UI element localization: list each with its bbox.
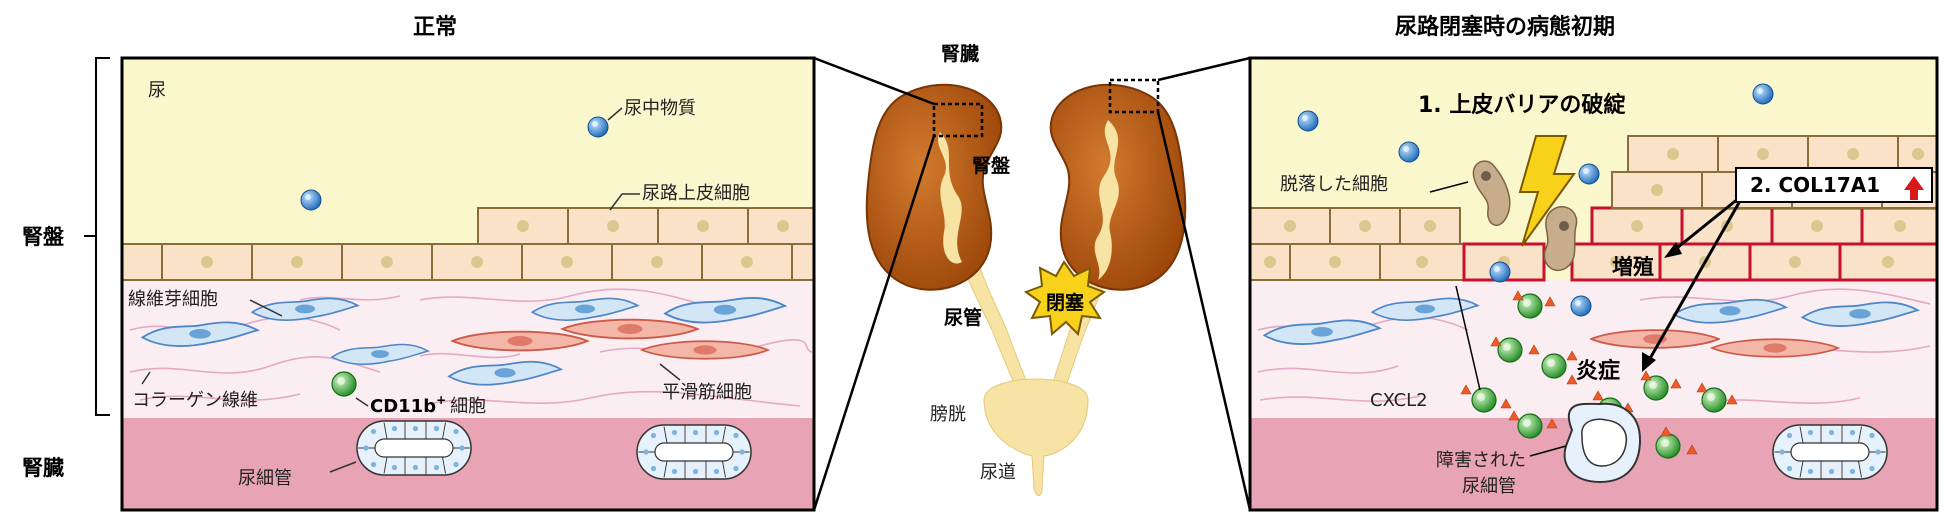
damaged-tubule xyxy=(1563,402,1642,484)
urine-solute-dot xyxy=(1398,141,1420,163)
cd11b-cell xyxy=(1541,353,1567,379)
label-damaged-tubule-line2: 尿細管 xyxy=(1462,476,1516,497)
label-shed-cell: 脱落した細胞 xyxy=(1280,174,1388,195)
cd11b-cell xyxy=(1497,337,1523,363)
label-cd11b-suffix: 細胞 xyxy=(450,396,486,417)
tubule xyxy=(1772,424,1888,480)
label-urothelial-cell: 尿路上皮細胞 xyxy=(642,183,750,204)
collagen-fibers xyxy=(129,288,813,407)
cd11b-cell xyxy=(1655,433,1681,459)
upregulation-arrow-icon xyxy=(1904,176,1924,200)
center-label-bladder: 膀胱 xyxy=(930,404,966,425)
smooth-muscle-cell xyxy=(451,330,589,352)
col17a1-label-box xyxy=(1735,167,1933,203)
label-fibroblast: 線維芽細胞 xyxy=(128,289,218,310)
urine-solute-dot xyxy=(1752,83,1774,105)
label-damaged-tubule-line1: 障害された xyxy=(1436,450,1526,471)
label-step2: 2. COL17A1 xyxy=(1750,173,1880,197)
urine-solute-dot xyxy=(1578,163,1600,185)
center-label-pelvis: 腎盤 xyxy=(972,154,1011,177)
tubule xyxy=(636,424,752,480)
normal-panel: 尿 尿中物質 尿路上皮細胞 線維芽細胞 コラーゲン線維 CD11b+ 細胞 平滑筋… xyxy=(120,56,816,512)
label-smooth-muscle: 平滑筋細胞 xyxy=(662,382,752,403)
label-cd11b-cell: CD11b+ 細胞 xyxy=(370,393,486,417)
smooth-muscle-cell xyxy=(561,318,699,340)
label-urine: 尿 xyxy=(148,80,166,101)
label-collagen: コラーゲン線維 xyxy=(132,390,258,411)
urothelium-top-row xyxy=(477,207,815,245)
shed-cell xyxy=(1543,206,1578,271)
label-cd11b-sup: + xyxy=(436,393,446,407)
smooth-muscle-cell xyxy=(1711,338,1839,358)
label-inflammation: 炎症 xyxy=(1576,358,1620,384)
leader-lines xyxy=(141,107,681,473)
pathway-arrows xyxy=(1429,181,1746,457)
tubule xyxy=(356,420,472,476)
urine-solute-dot xyxy=(1570,295,1592,317)
side-label-kidney: 腎臓 xyxy=(22,456,64,480)
urine-solute-dot xyxy=(1297,110,1319,132)
label-cd11b-main: CD11b xyxy=(370,396,436,417)
title-normal: 正常 xyxy=(413,14,457,40)
pelvis-bracket xyxy=(84,57,110,416)
label-urine-solute: 尿中物質 xyxy=(624,98,696,119)
urine-solute-dot xyxy=(1489,261,1511,283)
cd11b-cell xyxy=(1517,413,1543,439)
obstruction-burst xyxy=(1023,260,1107,336)
smooth-muscle-cell xyxy=(1590,329,1720,349)
obstruction-panel: 2. COL17A1 1. 上皮バリアの破綻 脱落した細胞 増殖 炎症 CXCL… xyxy=(1248,56,1939,512)
urothelium-bottom-row xyxy=(121,243,815,281)
center-label-obstruction: 閉塞 xyxy=(1046,291,1085,314)
label-tubule: 尿細管 xyxy=(238,468,292,489)
label-step1: 1. 上皮バリアの破綻 xyxy=(1418,92,1626,118)
center-anatomy: 腎臓 腎盤 尿管 閉塞 膀胱 尿道 xyxy=(812,43,1252,511)
label-proliferation: 増殖 xyxy=(1612,255,1654,279)
label-cxcl2: CXCL2 xyxy=(1370,390,1428,411)
cd11b-cell xyxy=(1471,387,1497,413)
urine-solute-dot xyxy=(300,189,322,211)
center-label-kidney: 腎臓 xyxy=(941,43,979,65)
barrier-break-bolt xyxy=(1518,135,1576,247)
smooth-muscle-cell xyxy=(641,340,769,360)
side-label-pelvis: 腎盤 xyxy=(22,225,65,249)
cd11b-cell xyxy=(331,371,357,397)
center-label-ureter: 尿管 xyxy=(944,306,982,329)
title-obstruction: 尿路閉塞時の病態初期 xyxy=(1395,14,1615,40)
urine-solute-dot xyxy=(587,116,609,138)
center-label-urethra: 尿道 xyxy=(980,462,1016,483)
